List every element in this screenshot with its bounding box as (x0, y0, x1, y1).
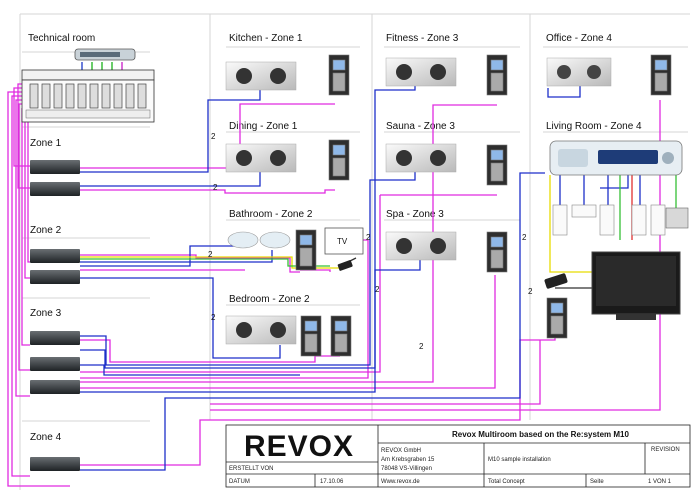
company-city: 78048 VS-Villingen (381, 466, 432, 472)
revox-logo: REVOX (244, 430, 354, 463)
office-keypad (650, 54, 672, 96)
date-label: DATUM (229, 479, 250, 485)
page-label: Seite (590, 479, 604, 485)
tv-label: TV (337, 237, 348, 246)
room-frames (19, 13, 690, 490)
bathroom-keypad (295, 229, 317, 271)
room-dining-label: Dining - Zone 1 (229, 121, 298, 132)
room-sauna-label: Sauna - Zone 3 (386, 121, 455, 132)
av-cables (80, 175, 677, 289)
website: Www.revox.de (381, 479, 420, 485)
company-street: Am Krebsgraben 15 (381, 457, 435, 463)
cable-count: 2 (419, 342, 424, 351)
date-value: 17.10.06 (320, 479, 344, 485)
company-name: REVOX GmbH (381, 448, 421, 454)
revision-label: REVISION (651, 447, 680, 453)
concept: Total Concept (488, 479, 525, 485)
wall-keypads (295, 54, 672, 357)
diagram-title: Revox Multiroom based on the Re:system M… (452, 430, 629, 439)
sauna-keypad (486, 144, 508, 186)
kitchen-speakers (225, 61, 297, 91)
zone4-label: Zone 4 (30, 432, 62, 443)
spa-keypad (486, 231, 508, 273)
room-living-label: Living Room - Zone 4 (546, 121, 642, 132)
room-bedroom-label: Bedroom - Zone 2 (229, 294, 310, 305)
fitness-keypad (486, 54, 508, 96)
cable-count: 2 (522, 233, 527, 242)
fitness-speakers (385, 57, 457, 87)
bathroom-speakers (227, 231, 291, 249)
room-spa-label: Spa - Zone 3 (386, 209, 444, 220)
zone3-label: Zone 3 (30, 308, 62, 319)
room-bathroom-label: Bathroom - Zone 2 (229, 209, 313, 220)
dining-keypad (328, 139, 350, 181)
cable-count: 2 (213, 183, 218, 192)
spa-speakers (385, 231, 457, 261)
room-office-label: Office - Zone 4 (546, 33, 612, 44)
cable-count: 2 (366, 233, 371, 242)
room-kitchen-label: Kitchen - Zone 1 (229, 33, 303, 44)
cable-count: 2 (528, 287, 533, 296)
technical-equipment (21, 48, 155, 123)
cable-count: 2 (208, 250, 213, 259)
bedroom-keypad-2 (330, 315, 352, 357)
cable-count: 2 (375, 285, 380, 294)
living-keypad (546, 297, 568, 339)
blue-cables (30, 80, 641, 471)
description: M10 sample installation (488, 457, 551, 463)
office-speakers (546, 57, 612, 87)
created-by-label: ERSTELLT VON (229, 466, 273, 472)
room-fitness-label: Fitness - Zone 3 (386, 33, 459, 44)
sauna-speakers (385, 143, 457, 173)
title-block: REVOX Revox Multiroom based on the Re:sy… (225, 424, 691, 488)
living-room-equipment (544, 140, 689, 320)
kitchen-keypad (328, 54, 350, 96)
cable-count: 2 (211, 132, 216, 141)
zone2-label: Zone 2 (30, 225, 62, 236)
dining-speakers (225, 143, 297, 173)
room-technical-label: Technical room (28, 33, 95, 44)
speakers (225, 57, 612, 345)
zone1-label: Zone 1 (30, 138, 62, 149)
cable-count-labels: 2 2 2 2 2 2 2 2 2 (208, 132, 533, 351)
bedroom-keypad-1 (300, 315, 322, 357)
bedroom-speakers (225, 315, 297, 345)
cable-count: 2 (211, 313, 216, 322)
bathroom-tv: TV (324, 227, 364, 271)
page-value: 1 VON 1 (648, 479, 672, 485)
zone-amplifiers (30, 160, 80, 471)
